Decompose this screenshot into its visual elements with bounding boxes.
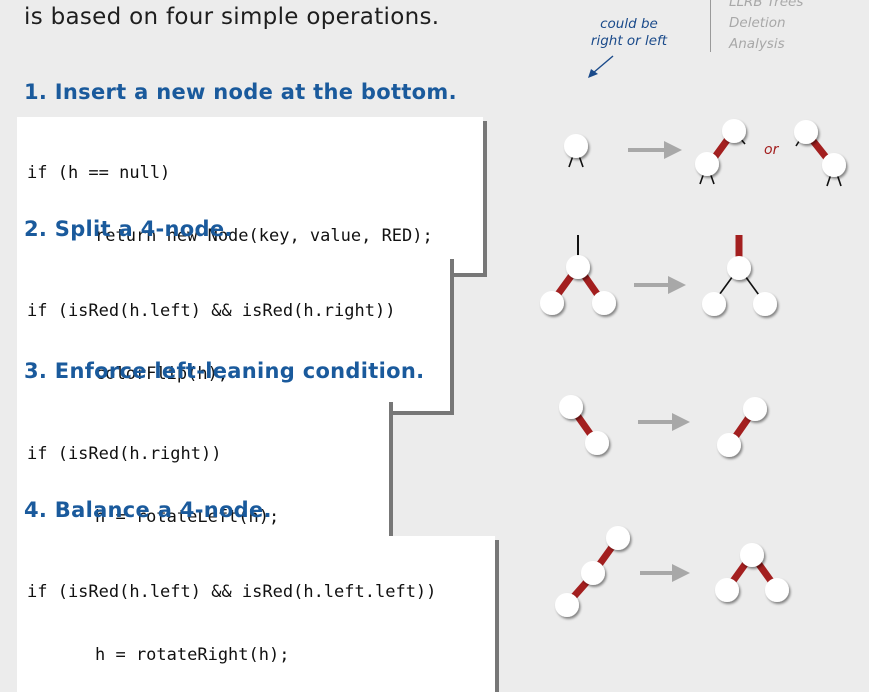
step-3-title: 3. Enforce left-leaning condition.	[24, 359, 425, 383]
code-line: colorFlip(h);	[95, 364, 229, 384]
tree-node	[564, 134, 588, 158]
step-1-title: 1. Insert a new node at the bottom.	[24, 80, 457, 104]
row-4-before	[555, 526, 630, 617]
step-2-code: if (isRed(h.left) && isRed(h.right)) col…	[17, 255, 450, 411]
tree-node	[581, 561, 605, 585]
note-could-be-right-or-left: could be right or left	[578, 16, 680, 50]
tree-node	[695, 152, 719, 176]
tree-node	[715, 578, 739, 602]
note-line-2: right or left	[590, 33, 668, 49]
row-1-before	[564, 134, 588, 168]
code-line: h = rotateLeft(h);	[95, 507, 280, 527]
tree-node	[722, 119, 746, 143]
step-2-title: 2. Split a 4-node.	[24, 217, 233, 241]
row-1-after-right	[794, 120, 846, 187]
code-line: return new Node(key, value, RED);	[95, 226, 433, 246]
tree-node	[606, 526, 630, 550]
tree-node	[555, 593, 579, 617]
row-4-after	[715, 543, 789, 602]
step-4-title: 4. Balance a 4-node.	[24, 498, 272, 522]
row-2-after	[702, 235, 777, 316]
nav-item-analysis[interactable]: Analysis	[729, 36, 785, 52]
step-1-code: if (h == null) return new Node(key, valu…	[17, 117, 483, 273]
tree-node	[822, 153, 846, 177]
code-line: if (isRed(h.left) && isRed(h.left.left))	[27, 582, 437, 602]
tree-node	[740, 543, 764, 567]
tree-diagrams: or	[540, 55, 846, 617]
intro-text: is based on four simple operations.	[24, 4, 440, 30]
tree-node	[794, 120, 818, 144]
tree-node	[717, 433, 741, 457]
row-2-arrow-icon	[634, 276, 686, 294]
tree-node	[743, 397, 767, 421]
nav-item-llrb-trees[interactable]: LLRB Trees	[729, 0, 804, 10]
code-line: if (isRed(h.right))	[27, 444, 222, 464]
row-3-after	[717, 397, 767, 457]
tree-node	[702, 292, 726, 316]
tree-node	[559, 395, 583, 419]
row-3-arrow-icon	[638, 413, 690, 431]
section-nav: LLRB Trees Deletion Analysis	[710, 0, 803, 52]
tree-node	[727, 256, 751, 280]
nav-item-deletion[interactable]: Deletion	[729, 15, 786, 31]
or-label: or	[764, 142, 780, 158]
code-line: if (h == null)	[27, 163, 171, 183]
tree-node	[540, 291, 564, 315]
tree-node	[753, 292, 777, 316]
tree-node	[566, 255, 590, 279]
tree-node	[765, 578, 789, 602]
code-line: h = rotateRight(h);	[95, 645, 290, 665]
row-1-arrow-icon	[628, 141, 682, 159]
step-3-code: if (isRed(h.right)) h = rotateLeft(h);	[17, 398, 389, 554]
note-arrow-icon	[588, 55, 614, 78]
code-line: if (isRed(h.left) && isRed(h.right))	[27, 301, 396, 321]
row-4-arrow-icon	[640, 564, 690, 582]
note-line-1: could be	[600, 16, 658, 32]
row-2-before	[540, 235, 616, 315]
row-3-before	[559, 395, 609, 455]
tree-node	[592, 291, 616, 315]
tree-node	[585, 431, 609, 455]
row-1-after-left	[695, 119, 746, 185]
